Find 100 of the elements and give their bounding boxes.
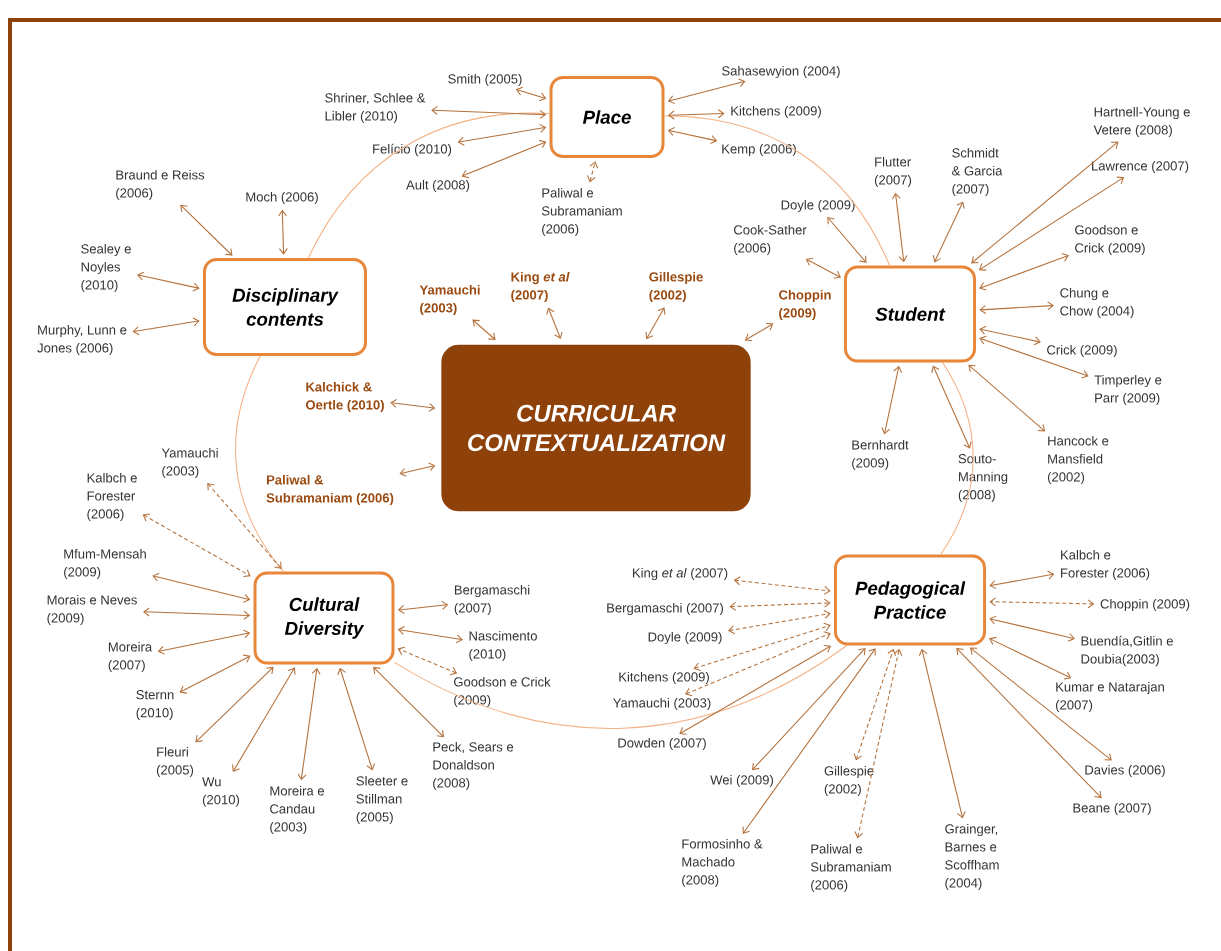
double-arrow bbox=[744, 322, 774, 342]
category-box: Disciplinary contents bbox=[203, 258, 367, 356]
reference-text: Goodson e Crick (2009) bbox=[454, 676, 551, 708]
reference-text: Buendía,Gitlin e Doubia(2003) bbox=[1081, 635, 1173, 667]
double-arrow bbox=[989, 636, 1072, 680]
ring-arc bbox=[235, 355, 284, 573]
double-arrow bbox=[989, 597, 1095, 609]
double-arrow bbox=[136, 271, 200, 292]
double-arrow bbox=[932, 201, 965, 263]
reference-text: Crick (2009) bbox=[1047, 344, 1117, 358]
double-arrow bbox=[179, 654, 251, 694]
double-arrow bbox=[978, 176, 1125, 271]
double-arrow bbox=[157, 629, 251, 655]
double-arrow bbox=[390, 398, 436, 412]
double-arrow bbox=[667, 127, 718, 145]
reference-text: Wei (2009) bbox=[710, 774, 773, 788]
double-arrow bbox=[207, 482, 282, 570]
double-arrow bbox=[679, 644, 832, 735]
reference-text: Beane (2007) bbox=[1073, 802, 1151, 816]
reference-text: Smith (2005) bbox=[448, 73, 522, 87]
ring-arc bbox=[393, 644, 848, 729]
reference-text: Peck, Sears e Donaldson (2008) bbox=[433, 741, 514, 791]
reference-text: Kitchens (2009) bbox=[619, 671, 709, 685]
category-box: Cultural Diversity bbox=[253, 571, 395, 665]
reference-text: Choppin (2009) bbox=[779, 289, 831, 321]
reference-text: Bernhardt (2009) bbox=[852, 439, 909, 471]
reference-text: Souto-Manning (2008) bbox=[958, 454, 1008, 502]
reference-text: King et al (2007) bbox=[511, 271, 570, 303]
double-arrow bbox=[931, 365, 972, 449]
double-arrow bbox=[979, 253, 1070, 291]
reference-text: Sleeter e Stillman (2005) bbox=[356, 775, 408, 825]
reference-text: Grainger, Barnes e Scoffham (2004) bbox=[945, 823, 999, 891]
reference-text: Cook-Sather (2006) bbox=[734, 224, 807, 256]
reference-text: Timperley e Parr (2009) bbox=[1094, 374, 1162, 406]
double-arrow bbox=[195, 666, 274, 743]
reference-text: Bergamaschi (2007) bbox=[454, 584, 530, 616]
double-arrow bbox=[693, 622, 831, 672]
reference-text: Sahasewyion (2004) bbox=[722, 65, 840, 79]
double-arrow bbox=[397, 600, 449, 614]
reference-text: Kalbch e Forester (2006) bbox=[1061, 549, 1150, 581]
ring-arc bbox=[307, 112, 551, 259]
double-arrow bbox=[881, 365, 903, 435]
double-arrow bbox=[143, 607, 251, 620]
double-arrow bbox=[399, 462, 436, 477]
double-arrow bbox=[152, 572, 251, 603]
reference-text: Schmidt & Garcia (2007) bbox=[952, 147, 1003, 197]
reference-text: Paliwal e Subramaniam (2006) bbox=[810, 843, 891, 893]
reference-text: Hancock e Mansfield (2002) bbox=[1047, 435, 1109, 485]
reference-text: Shriner, Schlee & Libler (2010) bbox=[325, 92, 426, 124]
reference-text: Wu (2010) bbox=[202, 777, 240, 807]
ring-arc bbox=[663, 115, 891, 267]
reference-text: Gillespie (2002) bbox=[824, 765, 874, 797]
central-box: CURRICULAR CONTEXTUALIZATION bbox=[438, 342, 754, 514]
double-arrow bbox=[805, 257, 842, 279]
double-arrow bbox=[684, 631, 831, 697]
reference-text: Goodson e Crick (2009) bbox=[1075, 224, 1145, 256]
reference-text: Braund e Reiss (2006) bbox=[116, 169, 205, 201]
reference-text: Hartnell-Young e Vetere (2008) bbox=[1093, 106, 1190, 138]
reference-text: Yamauchi (2003) bbox=[419, 284, 480, 316]
double-arrow bbox=[971, 141, 1119, 264]
double-arrow bbox=[752, 647, 866, 771]
double-arrow bbox=[645, 307, 666, 340]
category-box: Student bbox=[844, 265, 976, 363]
double-arrow bbox=[472, 319, 496, 340]
double-arrow bbox=[729, 598, 831, 611]
double-arrow bbox=[232, 667, 296, 773]
reference-text: Moreira (2007) bbox=[108, 641, 153, 673]
reference-text: King et al (2007) bbox=[633, 567, 728, 581]
double-arrow bbox=[142, 513, 251, 578]
double-arrow bbox=[918, 648, 966, 819]
double-arrow bbox=[968, 364, 1046, 432]
double-arrow bbox=[969, 647, 1112, 761]
double-arrow bbox=[733, 576, 831, 595]
reference-text: Moreira e Candau (2003) bbox=[270, 785, 324, 835]
reference-text: Nascimento (2010) bbox=[469, 630, 537, 662]
reference-text: Doyle (2009) bbox=[781, 199, 855, 213]
reference-text: Yamauchi (2003) bbox=[613, 697, 711, 711]
double-arrow bbox=[132, 317, 200, 336]
double-arrow bbox=[667, 78, 746, 105]
double-arrow bbox=[337, 667, 376, 771]
reference-text: Kemp (2006) bbox=[722, 143, 796, 157]
double-arrow bbox=[546, 307, 563, 340]
double-arrow bbox=[297, 667, 321, 781]
double-arrow bbox=[854, 648, 903, 839]
ring-arc bbox=[940, 361, 974, 556]
reference-text: Gillespie (2002) bbox=[649, 271, 703, 303]
double-arrow bbox=[891, 192, 908, 263]
category-box: Pedagogical Practice bbox=[834, 554, 986, 646]
double-arrow bbox=[827, 216, 867, 263]
reference-text: Kalbch e Forester (2006) bbox=[87, 472, 137, 522]
reference-text: Paliwal & Subramaniam (2006) bbox=[266, 474, 394, 506]
double-arrow bbox=[457, 123, 547, 146]
double-arrow bbox=[461, 139, 547, 179]
reference-text: Mfum-Mensah (2009) bbox=[64, 548, 146, 580]
double-arrow bbox=[989, 570, 1055, 590]
reference-text: Paliwal e Subramaniam (2006) bbox=[541, 187, 622, 237]
category-box: Place bbox=[549, 76, 665, 158]
double-arrow bbox=[979, 335, 1089, 379]
reference-text: Lawrence (2007) bbox=[1092, 160, 1189, 174]
reference-text: Murphy, Lunn e Jones (2006) bbox=[37, 324, 127, 356]
